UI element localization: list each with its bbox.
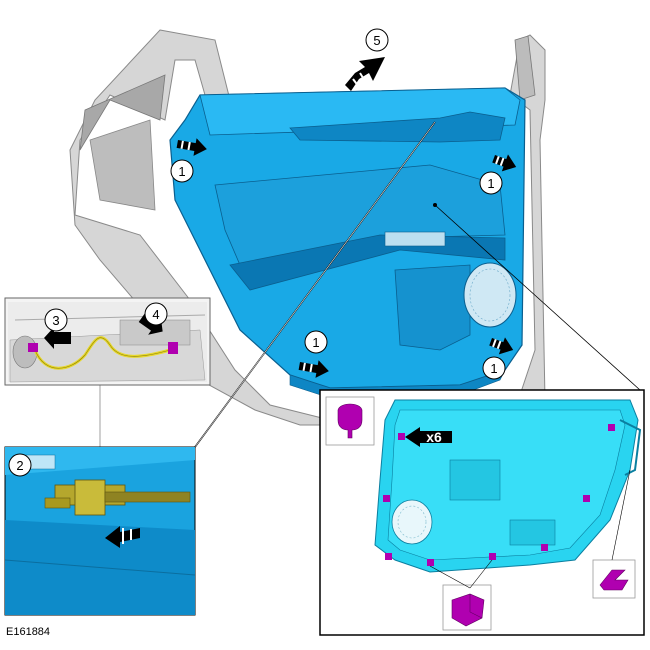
svg-text:1: 1 — [178, 164, 185, 179]
callout-4: 4 — [144, 302, 168, 326]
callout-2: 2 — [8, 453, 32, 477]
svg-text:4: 4 — [152, 307, 159, 322]
release-arrows — [176, 57, 517, 378]
disconnect-arrow-3 — [44, 327, 71, 349]
svg-text:3: 3 — [52, 313, 59, 328]
release-arrow-left-lower — [298, 360, 329, 378]
inset-panel-rear: x6 — [319, 389, 645, 636]
callout-3: 3 — [44, 308, 68, 332]
lift-arrow — [345, 57, 385, 91]
svg-text:x6: x6 — [426, 429, 442, 445]
svg-text:5: 5 — [373, 33, 380, 48]
release-arrow-right-upper — [492, 154, 517, 172]
callout-1-right-lower: 1 — [482, 356, 506, 380]
release-arrow-left-upper — [176, 138, 207, 156]
clip-count-arrow: x6 — [405, 427, 452, 447]
clip-markers — [383, 424, 615, 566]
callout-1-left-lower: 1 — [304, 330, 328, 354]
release-arrow-right-lower — [489, 337, 514, 355]
spring-clip-detail-icon — [592, 559, 636, 599]
square-clip-detail-icon — [442, 584, 492, 631]
door-trim-panel — [169, 87, 526, 399]
figure-id: E161884 — [6, 626, 51, 638]
callout-1-left-upper: 1 — [170, 159, 194, 183]
leader-lines — [99, 121, 641, 448]
connector-4-icon — [168, 342, 178, 354]
svg-text:1: 1 — [487, 176, 494, 191]
connector-3-icon — [28, 343, 38, 352]
callout-5: 5 — [365, 28, 389, 52]
inset-harness — [4, 297, 211, 386]
svg-text:1: 1 — [490, 361, 497, 376]
round-clip-detail-icon — [325, 396, 375, 446]
handle-mechanism — [44, 479, 191, 516]
callout-1-right-upper: 1 — [479, 171, 503, 195]
svg-text:2: 2 — [16, 458, 23, 473]
svg-text:1: 1 — [312, 335, 319, 350]
inset-handle-cable — [4, 446, 196, 616]
